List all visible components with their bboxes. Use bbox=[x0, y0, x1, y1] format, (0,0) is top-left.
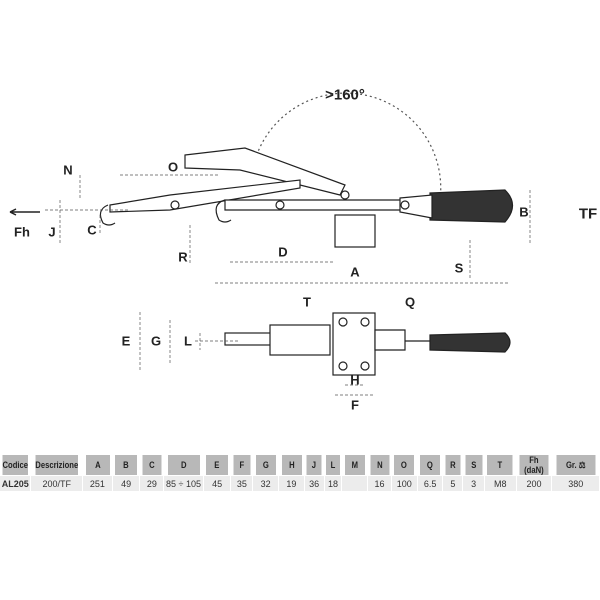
dimension-lines bbox=[45, 174, 531, 284]
force-label-fh: Fh bbox=[14, 224, 30, 240]
col-header: S bbox=[464, 455, 484, 476]
body bbox=[269, 324, 331, 356]
table-header-row: Codice Descrizione A B C D E F G H J L M… bbox=[0, 455, 600, 476]
col-header: H bbox=[280, 455, 303, 476]
dim-label-c: C bbox=[87, 222, 97, 238]
col-header: G bbox=[254, 455, 277, 476]
linkage bbox=[374, 329, 406, 351]
dim-label-t: T bbox=[303, 294, 311, 310]
col-header: M bbox=[343, 455, 367, 476]
dim-label-o: O bbox=[167, 159, 179, 175]
cell: 32 bbox=[252, 475, 279, 491]
col-header: E bbox=[205, 455, 230, 476]
col-header: O bbox=[393, 455, 416, 476]
top-handle-grip bbox=[429, 332, 511, 353]
cell bbox=[341, 475, 369, 491]
force-arrow bbox=[9, 208, 40, 216]
dim-label-h: H bbox=[350, 372, 360, 388]
col-header: F bbox=[232, 455, 252, 476]
col-header: J bbox=[305, 455, 323, 476]
cell: M8 bbox=[484, 475, 517, 491]
col-header: Q bbox=[419, 455, 442, 476]
open-arm bbox=[109, 179, 301, 213]
hook-closed bbox=[215, 199, 232, 223]
cell: 36 bbox=[304, 475, 325, 491]
col-header: Codice bbox=[2, 455, 30, 476]
col-header: A bbox=[84, 455, 111, 476]
cell: 380 bbox=[551, 475, 600, 491]
cell: 45 bbox=[203, 475, 232, 491]
dim-label-q: Q bbox=[404, 294, 416, 310]
col-header: D bbox=[166, 455, 201, 476]
base-block bbox=[334, 214, 376, 248]
dim-label-e: E bbox=[121, 333, 131, 349]
cell: 85 ÷ 105 bbox=[163, 475, 204, 491]
cell: 200 bbox=[516, 475, 553, 491]
cell: 29 bbox=[139, 475, 165, 491]
cell: 5 bbox=[442, 475, 464, 491]
dim-label-g: G bbox=[150, 333, 162, 349]
cell: 200/TF bbox=[30, 475, 84, 491]
cell: 16 bbox=[367, 475, 392, 491]
dim-label-r: R bbox=[178, 249, 188, 265]
hook-open bbox=[99, 204, 116, 226]
dim-label-a: A bbox=[350, 264, 360, 280]
col-header: Descrizione bbox=[34, 455, 80, 476]
dim-label-n: N bbox=[63, 162, 73, 178]
col-header: L bbox=[325, 455, 342, 476]
dim-label-d: D bbox=[278, 244, 288, 260]
cell: 251 bbox=[82, 475, 113, 491]
angle-label: >160° bbox=[325, 86, 365, 104]
col-header: Fh (daN) bbox=[518, 455, 550, 476]
cell-codice: AL205 bbox=[0, 475, 32, 491]
cell: 6.5 bbox=[417, 475, 444, 491]
cell: 49 bbox=[112, 475, 141, 491]
dim-label-b: B bbox=[519, 204, 529, 220]
swing-arc bbox=[254, 92, 442, 201]
dim-label-j: J bbox=[48, 224, 56, 240]
closed-handle-grip bbox=[429, 189, 514, 223]
side-view bbox=[9, 92, 531, 284]
top-view bbox=[139, 312, 511, 396]
open-handle bbox=[184, 147, 346, 196]
technical-drawing bbox=[9, 92, 531, 396]
col-header: R bbox=[444, 455, 462, 476]
cell: 19 bbox=[278, 475, 305, 491]
col-header: B bbox=[114, 455, 139, 476]
model-label-tf: TF bbox=[578, 205, 598, 223]
closed-handle-neck bbox=[399, 194, 433, 219]
cell: 100 bbox=[391, 475, 418, 491]
cell: 35 bbox=[230, 475, 254, 491]
col-header: T bbox=[486, 455, 515, 476]
dim-label-s: S bbox=[454, 260, 464, 276]
specification-table: Codice Descrizione A B C D E F G H J L M… bbox=[0, 455, 600, 491]
col-header: Gr. ⚖ bbox=[555, 455, 597, 476]
table-row: AL205 200/TF 251 49 29 85 ÷ 105 45 35 32… bbox=[0, 475, 600, 491]
col-header: N bbox=[369, 455, 391, 476]
cell: 3 bbox=[462, 475, 485, 491]
dim-label-f: F bbox=[351, 397, 359, 413]
col-header: C bbox=[141, 455, 163, 476]
dim-label-l: L bbox=[184, 333, 192, 349]
plunger bbox=[224, 332, 276, 346]
cell: 18 bbox=[324, 475, 343, 491]
closed-arm bbox=[224, 199, 421, 211]
